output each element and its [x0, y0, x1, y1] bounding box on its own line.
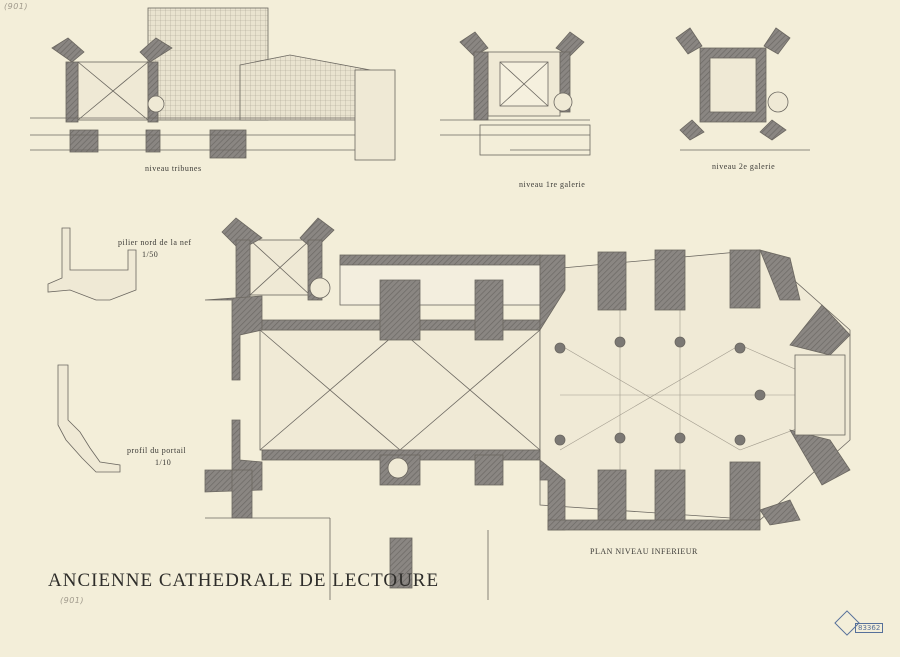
pencil-annotation: (901) — [60, 596, 85, 605]
label-niveau-galerie-1: niveau 1re galerie — [519, 180, 586, 189]
corner-pencil-note: (901) — [4, 2, 29, 11]
label-niveau-tribunes: niveau tribunes — [145, 164, 202, 173]
plan-niveau-inferieur — [204, 217, 851, 600]
label-profil-portail: profil du portail — [127, 446, 187, 455]
portail-profile — [57, 364, 121, 473]
label-plan-niveau-inferieur: PLAN NIVEAU INFERIEUR — [590, 547, 698, 556]
plan-tribunes — [30, 7, 396, 161]
label-portail-scale: 1/10 — [155, 458, 172, 467]
drawing-title: ANCIENNE CATHEDRALE DE LECTOURE — [48, 570, 440, 591]
stamp-number: 83362 — [855, 623, 884, 633]
label-pilier-nord: pilier nord de la nef — [118, 238, 192, 247]
label-pilier-scale: 1/50 — [142, 250, 159, 259]
pilier-detail — [47, 227, 137, 301]
plan-galerie-1 — [440, 31, 591, 156]
label-niveau-galerie-2: niveau 2e galerie — [712, 162, 776, 171]
plan-galerie-2 — [675, 27, 810, 151]
